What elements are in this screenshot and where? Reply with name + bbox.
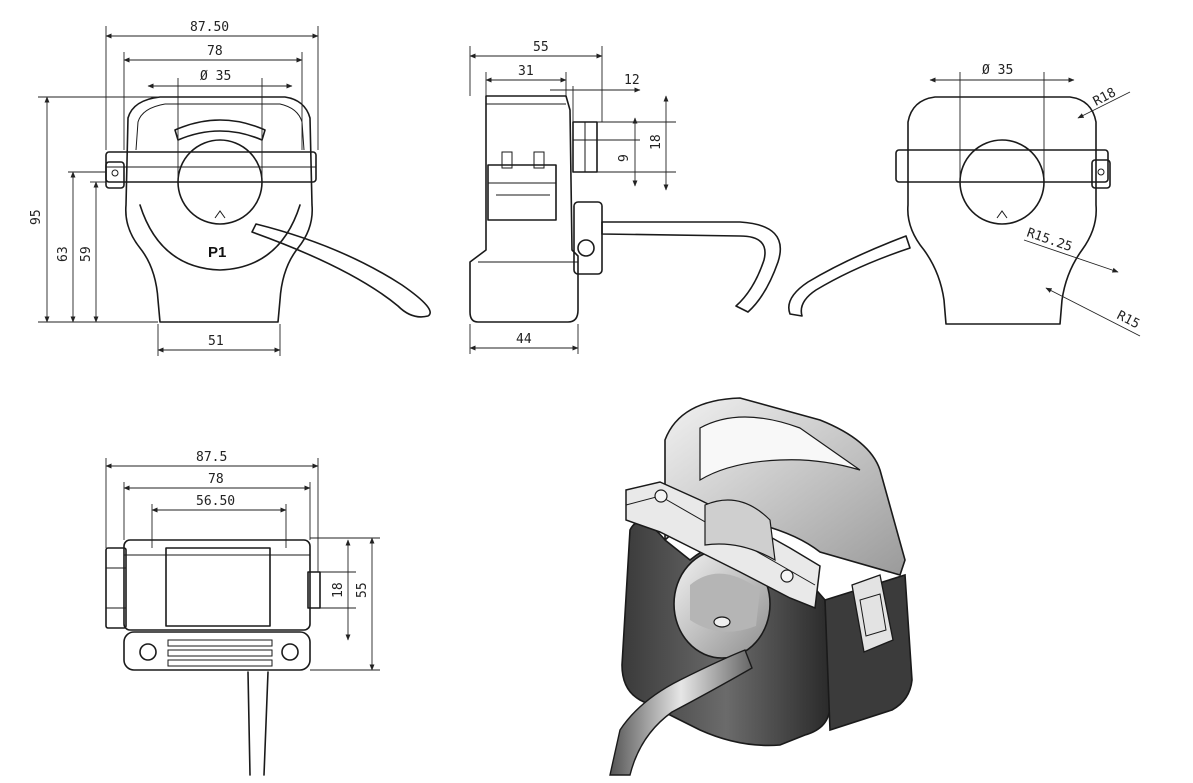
rear-body-outline bbox=[907, 96, 1098, 325]
dim-line-r15-25 bbox=[1023, 239, 1119, 273]
rear-cable bbox=[788, 235, 911, 317]
rear-view: Ø 35 R18 R15.25 R15 bbox=[788, 63, 1142, 337]
rear-right-latch bbox=[1091, 159, 1111, 189]
dim-side-depth-overall: 55 bbox=[533, 40, 549, 55]
dim-front-base-width: 51 bbox=[208, 334, 224, 349]
bottom-core-window bbox=[165, 547, 271, 627]
dim-bottom-height-55: 55 bbox=[355, 582, 370, 598]
iso-clamp-ridge bbox=[704, 499, 776, 562]
bottom-left-latch bbox=[105, 547, 127, 629]
dim-rear-radius-bottom: R15 bbox=[1114, 308, 1142, 332]
bottom-cable-right-edge bbox=[263, 671, 269, 776]
side-clamp-block bbox=[487, 164, 557, 221]
isometric-view bbox=[609, 397, 913, 776]
dim-front-height-overall: 95 bbox=[29, 209, 44, 225]
front-top-clip bbox=[174, 119, 266, 141]
bottom-view: 87.5 78 56.50 18 55 bbox=[105, 450, 380, 776]
dim-bottom-width-body: 78 bbox=[208, 472, 224, 487]
iso-cable bbox=[609, 649, 753, 776]
side-cable bbox=[601, 221, 782, 313]
dim-line-r18 bbox=[1077, 91, 1131, 119]
dim-line-r15 bbox=[1045, 287, 1141, 337]
dim-side-depth-31: 31 bbox=[518, 64, 534, 79]
iso-bottom-screw bbox=[713, 616, 731, 628]
dim-front-width-body: 78 bbox=[207, 44, 223, 59]
iso-right-face bbox=[824, 573, 913, 732]
dim-front-height-63: 63 bbox=[56, 246, 71, 262]
dim-front-aperture: Ø 35 bbox=[200, 69, 231, 84]
dim-rear-radius-top: R18 bbox=[1091, 85, 1119, 109]
dim-front-width-overall: 87.50 bbox=[190, 20, 229, 35]
iso-screw-right bbox=[780, 569, 794, 583]
dim-rear-radius-mid: R15.25 bbox=[1025, 226, 1074, 255]
front-body-inner bbox=[135, 103, 305, 151]
front-left-latch bbox=[105, 161, 125, 189]
dim-side-clip-width: 12 bbox=[624, 73, 640, 88]
bottom-mount-hole-right bbox=[281, 643, 299, 661]
side-cable-gland bbox=[573, 201, 603, 275]
front-cable bbox=[251, 223, 431, 318]
bottom-right-clip bbox=[307, 571, 321, 609]
iso-screw-left bbox=[654, 489, 668, 503]
dim-front-height-59: 59 bbox=[79, 246, 94, 262]
front-aperture-notch bbox=[214, 210, 226, 219]
front-body-outline bbox=[124, 96, 314, 323]
side-gland-screw bbox=[577, 239, 595, 257]
iso-top-face bbox=[699, 416, 861, 482]
dim-side-clip-height-18: 18 bbox=[649, 134, 664, 150]
dim-bottom-width-inner: 56.50 bbox=[196, 494, 235, 509]
side-view: 55 31 12 18 9 44 bbox=[469, 40, 782, 354]
front-lower-curve bbox=[139, 204, 301, 271]
iso-clamp-bar bbox=[625, 481, 821, 610]
dim-bottom-height-18: 18 bbox=[331, 582, 346, 598]
dim-bottom-width-overall: 87.5 bbox=[196, 450, 227, 465]
phase-label: P1 bbox=[208, 244, 226, 261]
dim-rear-aperture: Ø 35 bbox=[982, 63, 1013, 78]
bottom-mount-plate bbox=[123, 631, 311, 671]
bottom-cable-left-edge bbox=[247, 671, 251, 776]
bottom-body-outline bbox=[123, 539, 311, 631]
iso-right-latch bbox=[851, 574, 894, 653]
front-latch-hole bbox=[111, 169, 119, 177]
bottom-mount-hole-left bbox=[139, 643, 157, 661]
dim-side-clip-height-9: 9 bbox=[617, 154, 632, 162]
rear-clamp-bar bbox=[895, 149, 1109, 183]
dim-side-base-depth: 44 bbox=[516, 332, 532, 347]
front-view: P1 87.50 78 Ø 35 95 63 59 51 bbox=[29, 20, 431, 356]
side-body-outline bbox=[469, 95, 579, 323]
